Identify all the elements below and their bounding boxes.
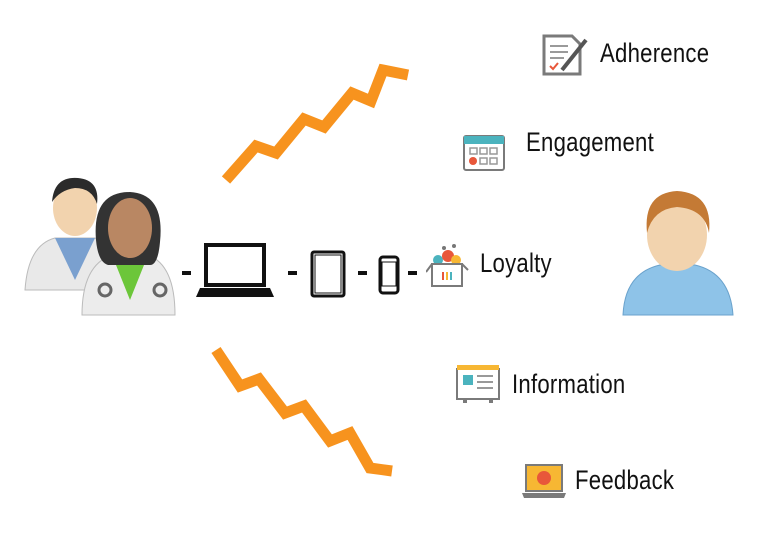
laptop-heart-icon bbox=[522, 464, 566, 498]
laptop-icon bbox=[196, 243, 274, 297]
outcome-label-feedback: Feedback bbox=[575, 465, 675, 495]
outcome-label-engagement: Engagement bbox=[526, 127, 655, 157]
connector-dash bbox=[288, 271, 297, 275]
connector-dash bbox=[182, 271, 191, 275]
zigzag-top bbox=[221, 63, 410, 184]
gift-box-icon bbox=[426, 244, 469, 287]
connector-dash bbox=[358, 271, 367, 275]
connector-dash bbox=[408, 271, 417, 275]
outcome-label-loyalty: Loyalty bbox=[480, 248, 552, 278]
smartphone-icon bbox=[378, 255, 400, 295]
doctors-icon bbox=[24, 177, 176, 316]
patient-icon bbox=[622, 191, 734, 316]
tablet-icon bbox=[310, 250, 346, 298]
outcome-label-adherence: Adherence bbox=[600, 38, 710, 68]
outcome-label-information: Information bbox=[512, 369, 626, 399]
zigzag-bottom bbox=[211, 346, 393, 477]
document-pen-icon bbox=[542, 34, 588, 76]
info-card-icon bbox=[456, 365, 500, 403]
calendar-heart-icon bbox=[463, 135, 505, 171]
